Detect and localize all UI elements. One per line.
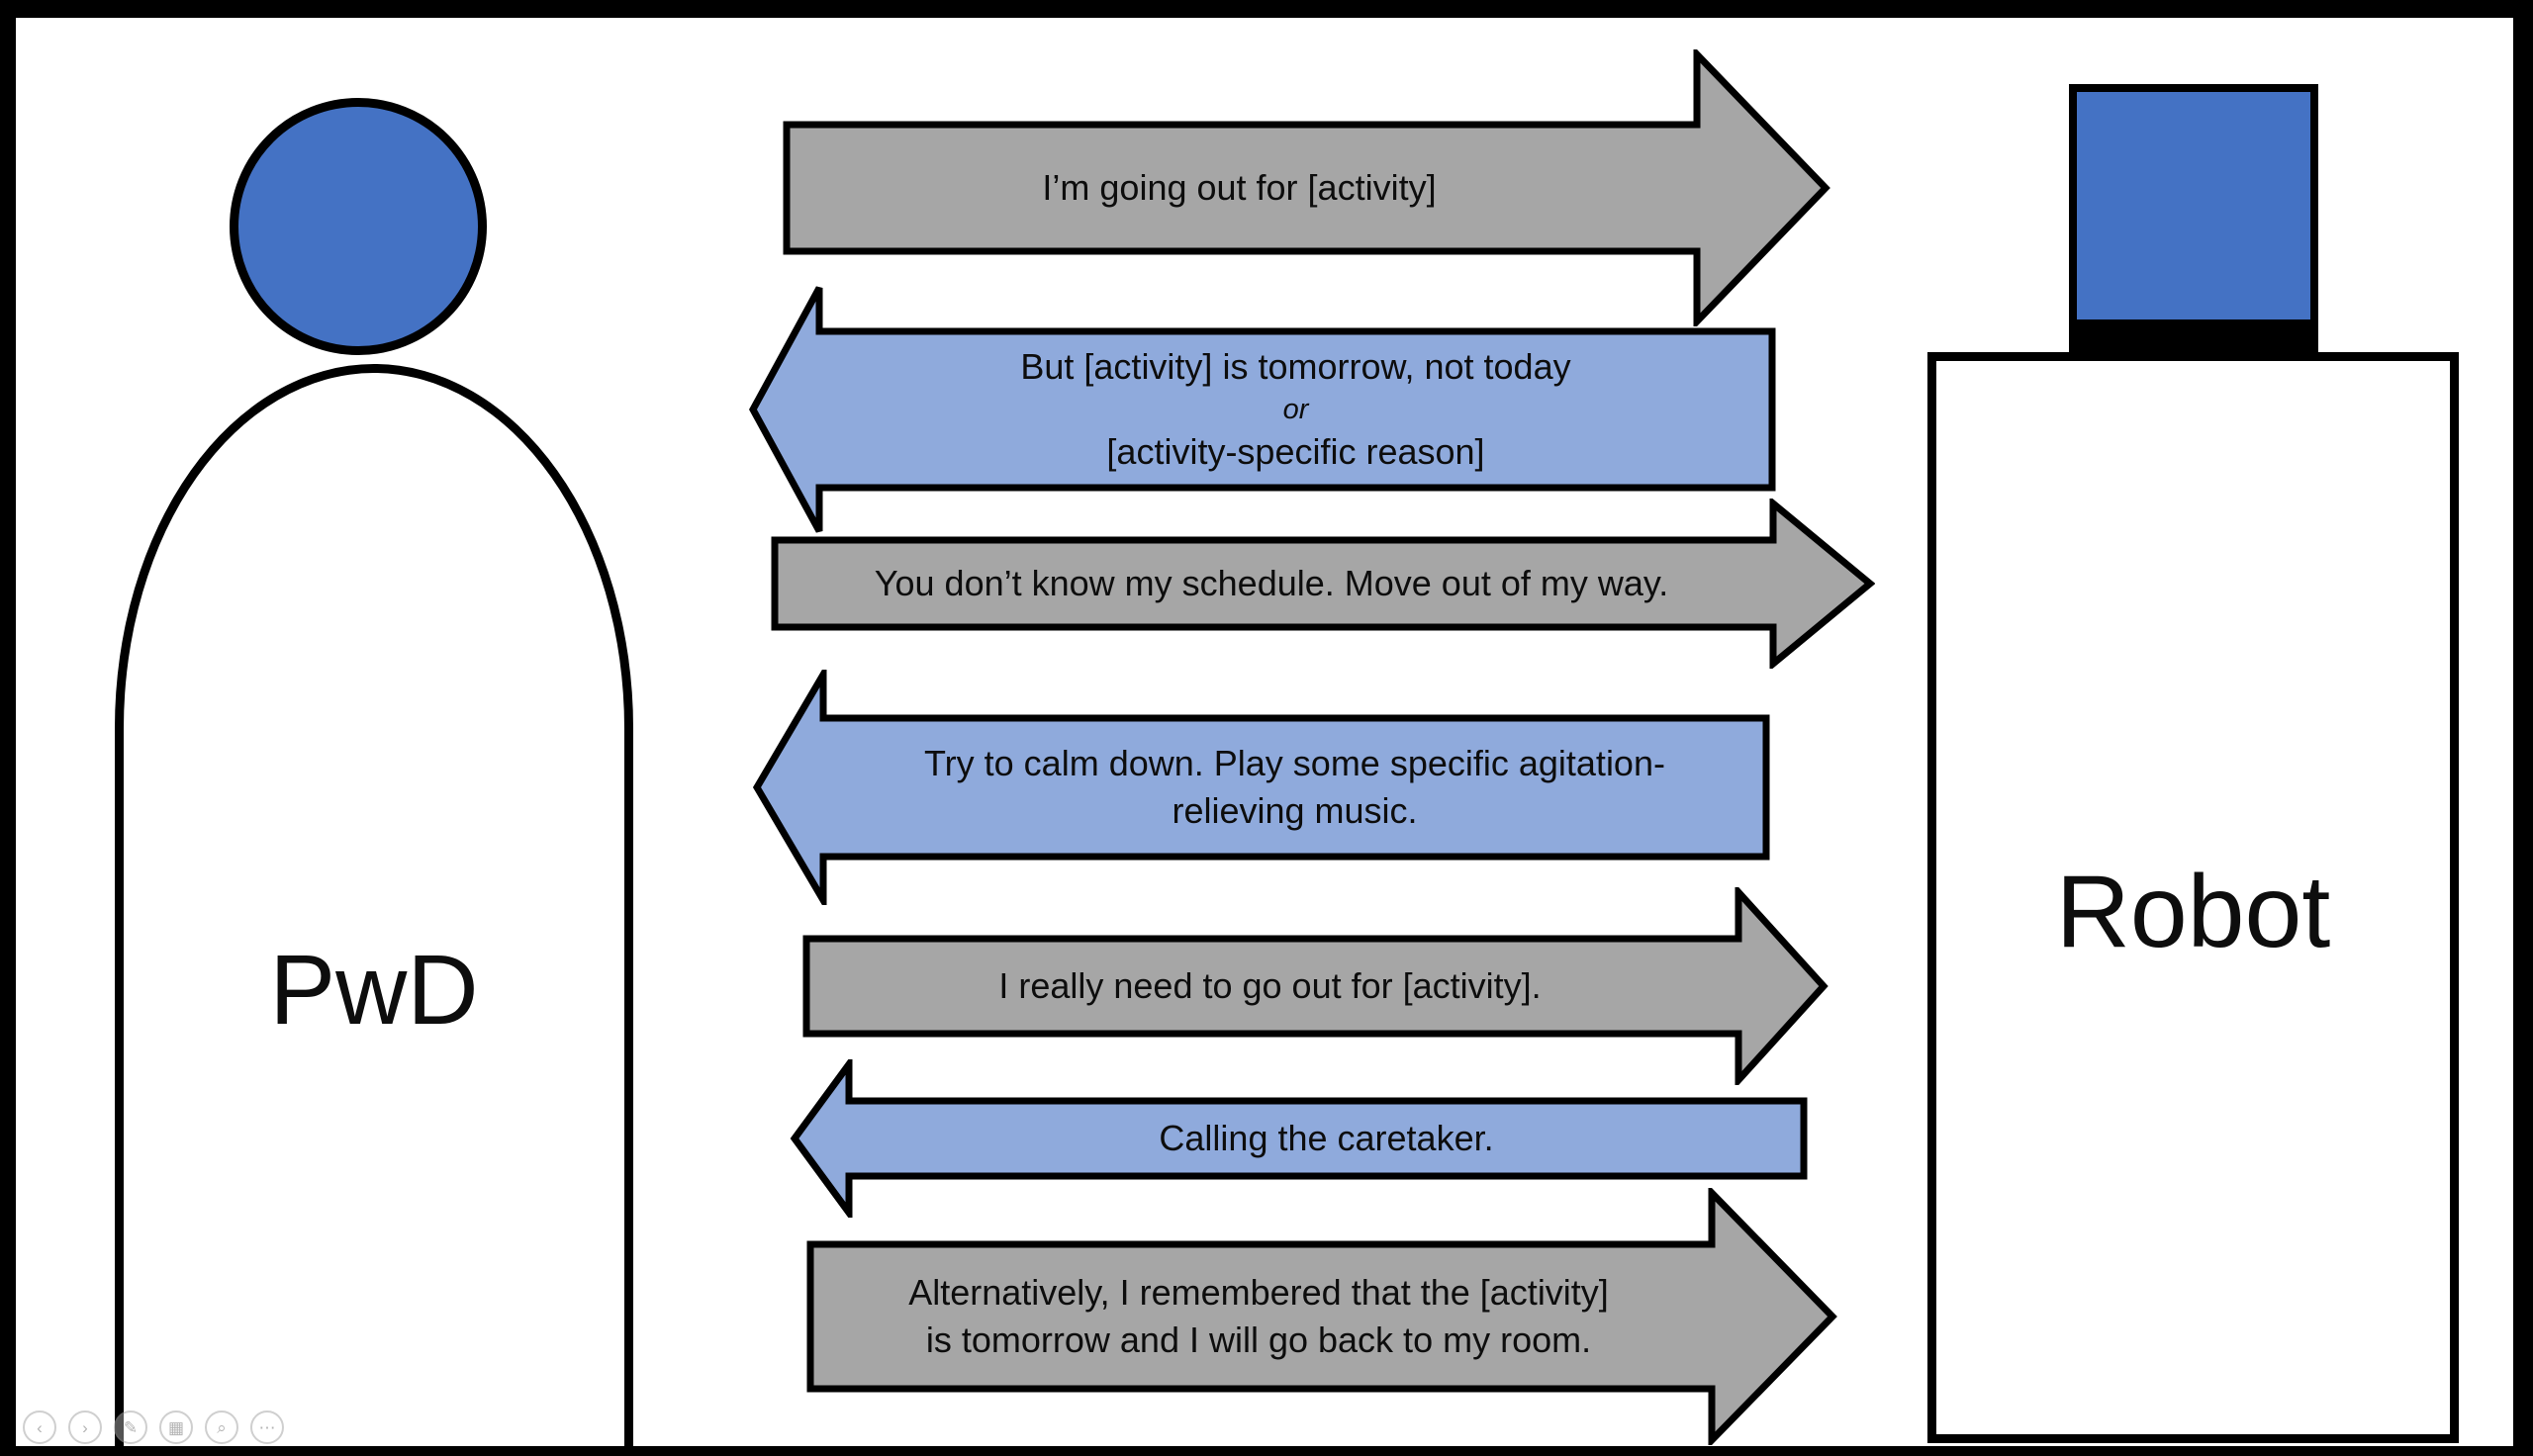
message-text: You don’t know my schedule. Move out of … [770,540,1773,627]
message-line: relieving music. [1172,790,1418,831]
ellipsis-icon: ⋯ [258,1417,276,1437]
left-arrow-shape [752,670,1770,905]
next-slide-button[interactable]: › [68,1410,102,1444]
right-arrow-shape [802,887,1829,1085]
message-line: Try to calm down. Play some specific agi… [924,743,1665,784]
robot-body-shape [1927,352,2459,1443]
right-arrow-shape [806,1188,1837,1445]
message-arrow-4: Try to calm down. Play some specific agi… [752,670,1771,905]
right-arrow-shape [783,49,1830,326]
message-arrow-3: You don’t know my schedule. Move out of … [770,499,1875,669]
more-options-button[interactable]: ⋯ [250,1410,284,1444]
message-arrow-7: Alternatively, I remembered that the [ac… [805,1188,1837,1445]
presenter-toolbar: ‹ › ✎ ▦ ⌕ ⋯ [23,1410,284,1444]
message-line: Calling the caretaker. [1159,1118,1494,1159]
message-line: But [activity] is tomorrow, not today [1020,346,1571,388]
message-line: You don’t know my schedule. Move out of … [874,563,1669,604]
message-text: Calling the caretaker. [849,1101,1804,1176]
message-line: is tomorrow and I will go back to my roo… [925,1320,1592,1360]
message-text: Try to calm down. Play some specific agi… [823,718,1766,857]
person-label: PwD [269,935,479,1046]
message-line: I’m going out for [activity] [1042,167,1437,209]
message-line: I really need to go out for [activity]. [998,965,1542,1007]
robot-label: Robot [2055,855,2331,969]
message-arrow-2: But [activity] is tomorrow, not today or… [748,283,1777,536]
next-slide-icon: › [82,1417,88,1437]
message-text: I really need to go out for [activity]. [801,939,1738,1034]
message-text: Alternatively, I remembered that the [ac… [805,1244,1712,1389]
previous-slide-icon: ‹ [37,1417,43,1437]
right-arrow-shape [771,499,1875,669]
message-arrow-6: Calling the caretaker. [790,1059,1809,1218]
zoom-button[interactable]: ⌕ [205,1410,238,1444]
pen-icon: ✎ [123,1417,139,1437]
message-line: [activity-specific reason] [1106,431,1485,473]
slide-grid-icon: ▦ [167,1417,185,1437]
left-arrow-shape [749,286,1776,533]
message-text: But [activity] is tomorrow, not today or… [819,331,1772,488]
left-arrow-shape [790,1059,1808,1218]
person-body-shape [115,364,633,1446]
magnifier-icon: ⌕ [217,1417,227,1437]
slide-canvas: PwD Robot I’m going out for [activity] B… [16,18,2513,1446]
person-head-icon [230,98,487,355]
message-arrow-5: I really need to go out for [activity]. [801,887,1829,1085]
message-text: I’m going out for [activity] [782,125,1697,251]
message-arrow-1: I’m going out for [activity] [782,49,1830,326]
pen-tools-button[interactable]: ✎ [114,1410,147,1444]
previous-slide-button[interactable]: ‹ [23,1410,56,1444]
message-line: Alternatively, I remembered that the [ac… [908,1272,1609,1314]
message-line: or [1282,393,1309,425]
robot-head-icon [2069,84,2318,364]
see-all-slides-button[interactable]: ▦ [159,1410,193,1444]
